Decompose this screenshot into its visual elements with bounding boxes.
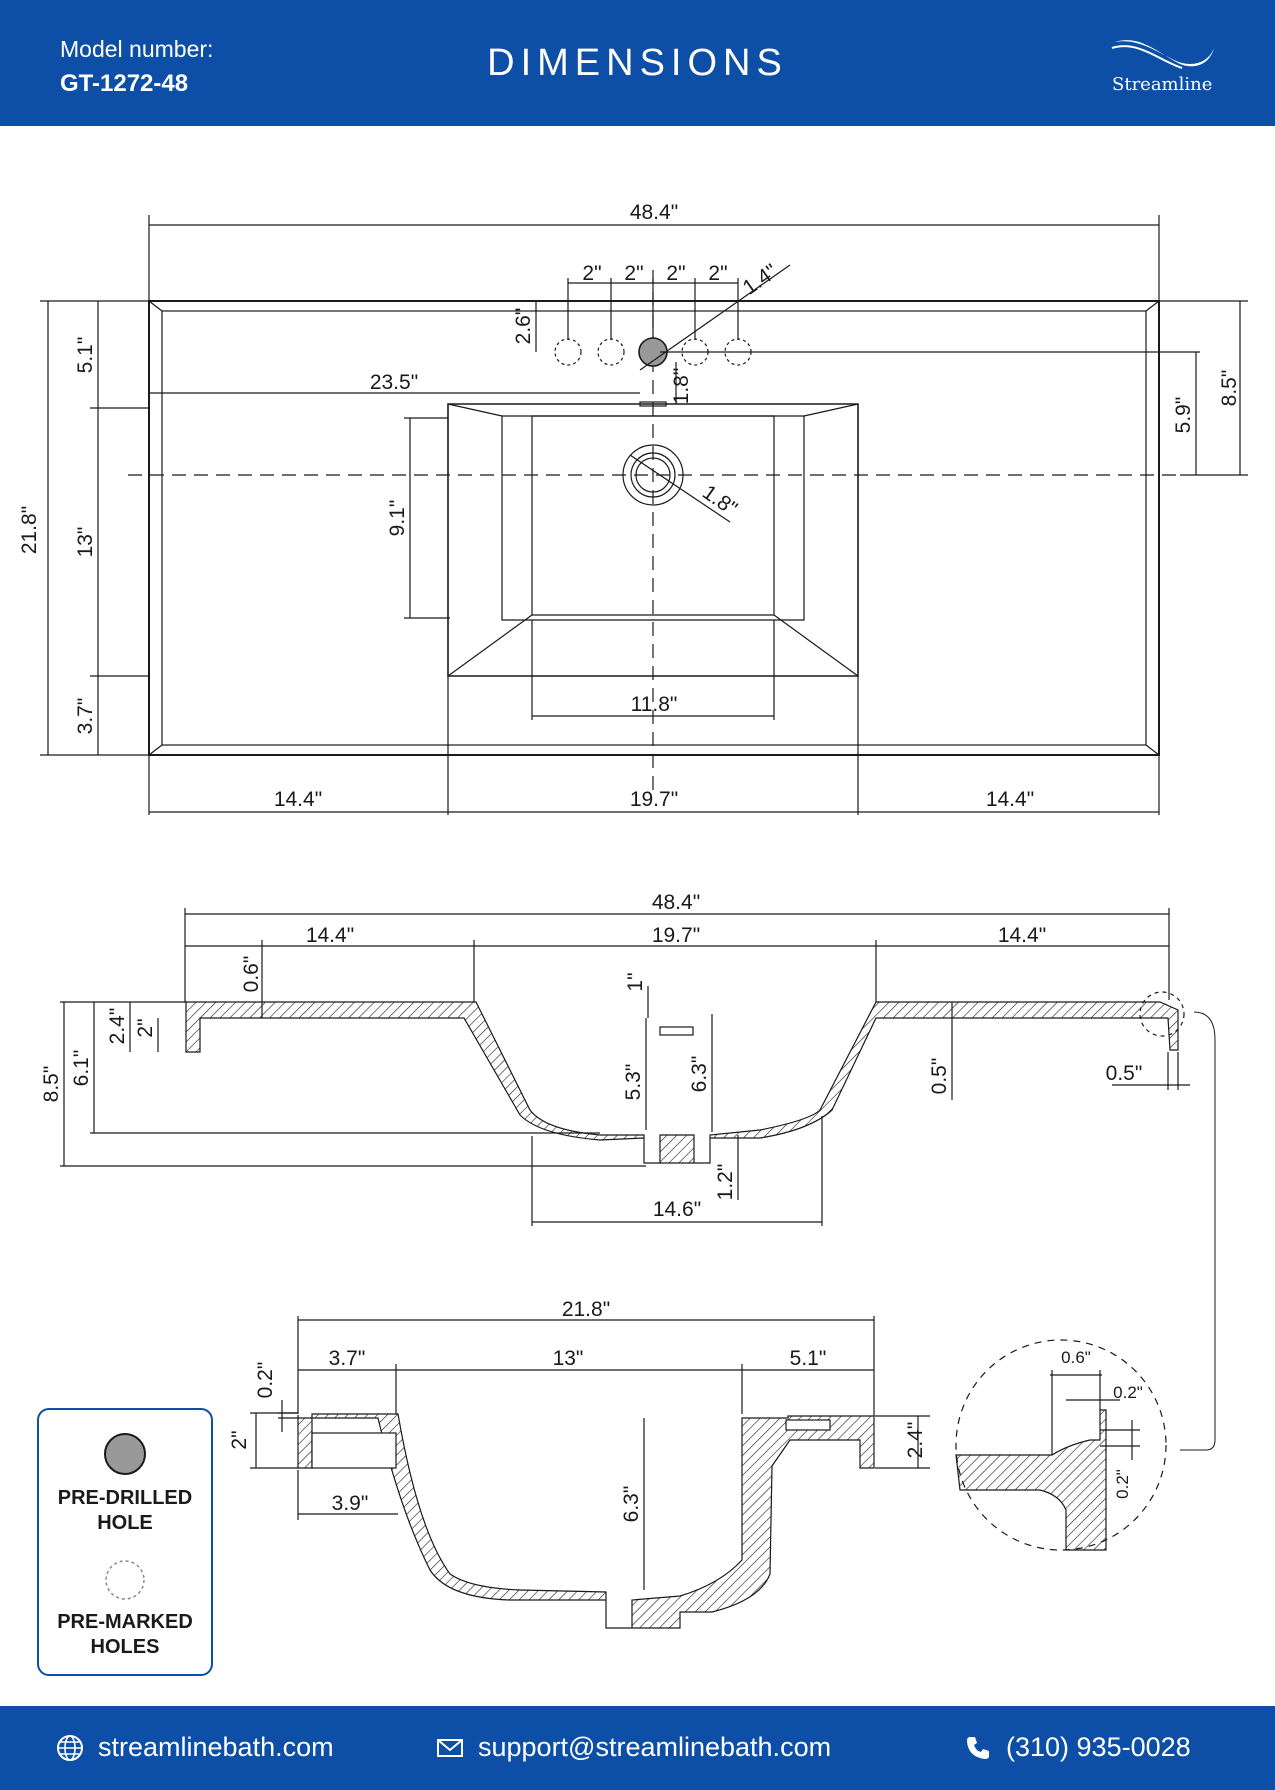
dim-front-margin: 5.1" xyxy=(74,337,97,374)
dim-back-margin: 3.7" xyxy=(74,698,97,735)
front-section-labels: 48.4" 14.4" 19.7" 14.4" 0.6" 1" 2.4" 2" … xyxy=(40,891,1142,1221)
dim-detail-0-2-side: 0.2" xyxy=(1113,1469,1132,1499)
globe-icon xyxy=(57,1734,83,1761)
dim-lip-0-5: 0.5" xyxy=(928,1058,951,1095)
dim-side-3-9: 3.9" xyxy=(332,1492,369,1515)
header-bar: Model number: GT-1272-48 DIMENSIONS Stre… xyxy=(0,0,1275,126)
top-view xyxy=(40,215,1248,815)
footer-website[interactable]: streamlinebath.com xyxy=(56,1732,334,1763)
page-title: DIMENSIONS xyxy=(487,42,788,84)
dim-inner-depth: 9.1" xyxy=(386,500,409,537)
dim-bowl-depth: 13" xyxy=(74,527,97,558)
dim-overflow: 1" xyxy=(624,972,647,991)
wave-logo-icon xyxy=(1111,40,1214,69)
dim-side-0-2: 0.2" xyxy=(254,1362,277,1399)
legend-marked-line2: HOLES xyxy=(90,1636,160,1658)
model-label: Model number: xyxy=(60,36,214,62)
dim-inner-width: 11.8" xyxy=(631,693,678,716)
footer-email[interactable]: support@streamlinebath.com xyxy=(436,1732,831,1763)
dim-depth-6-1: 6.1" xyxy=(70,1050,93,1087)
mail-icon xyxy=(437,1738,463,1757)
dim-detail-0-2-top: 0.2" xyxy=(1113,1383,1143,1402)
dim-right-5-9: 5.9" xyxy=(1172,397,1195,434)
legend-marked-line1: PRE-MARKED xyxy=(57,1611,193,1633)
dim-total-depth: 21.8" xyxy=(18,506,41,554)
phone-text[interactable]: (310) 935-0028 xyxy=(1006,1732,1191,1762)
dim-side-back: 5.1" xyxy=(790,1347,827,1370)
email-text[interactable]: support@streamlinebath.com xyxy=(478,1732,832,1762)
dim-front-right: 14.4" xyxy=(998,924,1046,947)
dim-side-bowl: 13" xyxy=(553,1347,584,1370)
model-number: GT-1272-48 xyxy=(60,70,189,97)
footer-bar: streamlinebath.com support@streamlinebat… xyxy=(0,1706,1275,1790)
dim-hole-spacing: 2" xyxy=(666,262,685,285)
technical-drawing: 48.4" 2" 2" 2" 2" 1.4" 2.6" 21.8" 5.1" 1… xyxy=(18,201,1248,1629)
legend-drilled-line2: HOLE xyxy=(97,1512,153,1534)
top-view-labels: 48.4" 2" 2" 2" 2" 1.4" 2.6" 21.8" 5.1" 1… xyxy=(18,201,1241,811)
dim-side-front: 3.7" xyxy=(329,1347,366,1370)
dim-faucet-center: 23.5" xyxy=(370,371,418,394)
dim-left-deck: 14.4" xyxy=(274,788,322,811)
detail-view xyxy=(955,1339,1167,1551)
dim-side-2: 2" xyxy=(228,1430,251,1449)
footer-phone[interactable]: (310) 935-0028 xyxy=(964,1732,1191,1763)
dim-side-overall: 21.8" xyxy=(562,1298,610,1321)
dim-detail-0-6: 0.6" xyxy=(1061,1348,1091,1367)
dim-hole-spacing: 2" xyxy=(624,262,643,285)
dim-side-2-4: 2.4" xyxy=(904,1422,927,1459)
dim-front-left: 14.4" xyxy=(306,924,354,947)
phone-icon xyxy=(967,1736,989,1759)
dim-hole-offset: 2.6" xyxy=(512,308,535,345)
side-section-labels: 21.8" 3.7" 13" 5.1" 0.2" 2" 2.4" 3.9" 6.… xyxy=(228,1298,927,1522)
dim-faucet-bowl: 1.8" xyxy=(670,368,693,405)
dim-hole-spacing: 2" xyxy=(582,262,601,285)
dim-overall-width: 48.4" xyxy=(630,201,678,224)
legend-drilled-line1: PRE-DRILLED xyxy=(57,1487,193,1509)
dim-top-thickness: 0.6" xyxy=(240,956,263,993)
pre-marked-hole-icon xyxy=(105,1560,145,1600)
dim-edge-2-4: 2.4" xyxy=(106,1008,129,1045)
front-section xyxy=(60,908,1216,1451)
dim-drain-diameter: 1.8" xyxy=(698,481,741,521)
dim-drain-1-2: 1.2" xyxy=(714,1164,737,1201)
dim-edge-2: 2" xyxy=(134,1018,157,1037)
legend-box: PRE-DRILLED HOLE PRE-MARKED HOLES xyxy=(37,1408,213,1676)
dim-right-deck: 14.4" xyxy=(986,788,1034,811)
website-text[interactable]: streamlinebath.com xyxy=(98,1732,334,1762)
dim-depth-8-5: 8.5" xyxy=(40,1066,63,1103)
side-section xyxy=(250,1316,930,1629)
dim-edge-0-5: 0.5" xyxy=(1106,1062,1143,1085)
brand-name: Streamline xyxy=(1112,74,1213,95)
dim-right-8-5: 8.5" xyxy=(1218,370,1241,407)
dim-hole-spacing: 2" xyxy=(708,262,727,285)
dim-side-6-3: 6.3" xyxy=(620,1486,643,1523)
dim-bottom-width: 14.6" xyxy=(653,1198,701,1221)
pre-drilled-hole-icon xyxy=(104,1433,146,1475)
detail-labels: 0.6" 0.2" 0.2" xyxy=(1061,1348,1143,1499)
dim-bowl-6-3: 6.3" xyxy=(688,1056,711,1093)
dim-bowl-width: 19.7" xyxy=(630,788,678,811)
dim-bowl-5-3: 5.3" xyxy=(622,1064,645,1101)
dim-front-overall: 48.4" xyxy=(652,891,700,914)
dim-hole-diameter: 1.4" xyxy=(739,260,782,300)
dim-front-bowl: 19.7" xyxy=(652,924,700,947)
